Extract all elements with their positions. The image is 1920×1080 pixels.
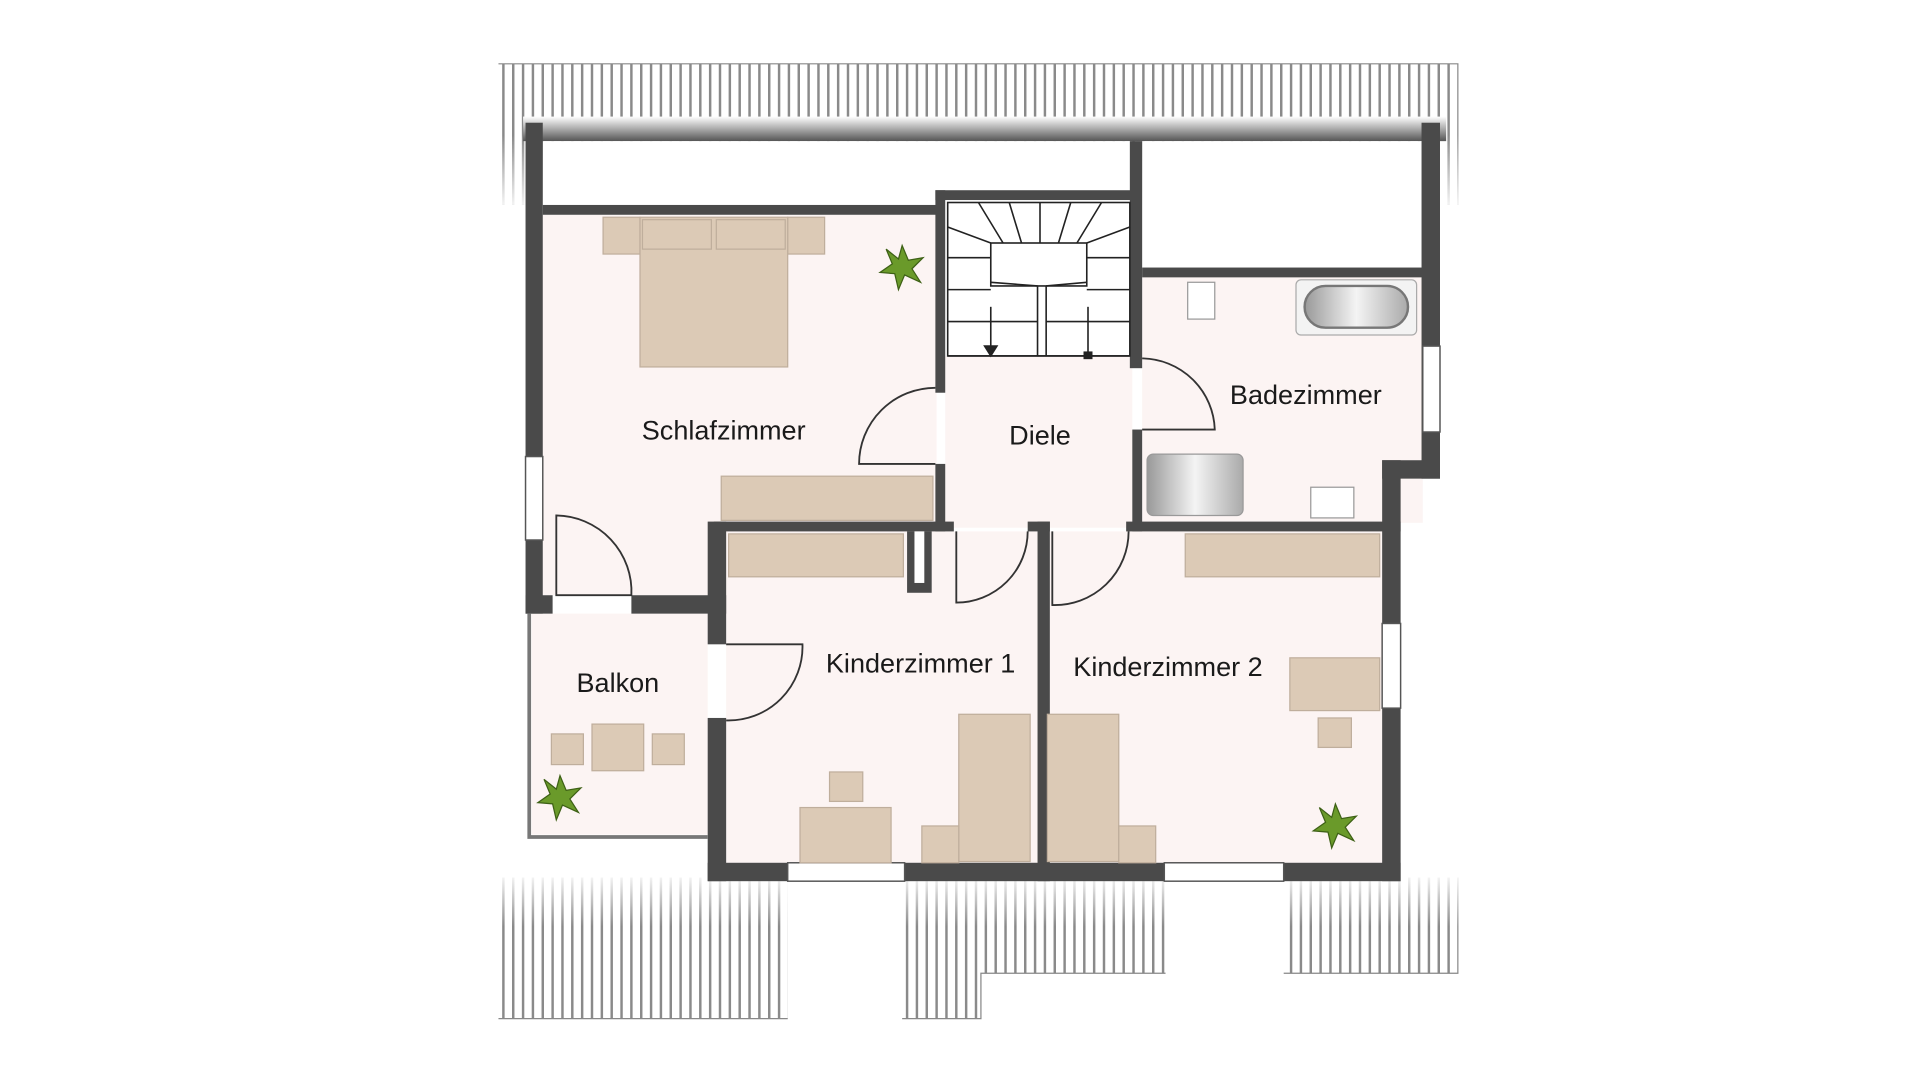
- nightstand: [921, 825, 960, 864]
- bed: [958, 713, 1031, 863]
- window: [786, 862, 906, 882]
- door-kinder1: [955, 531, 1029, 604]
- plant-icon: [536, 773, 583, 822]
- plant-icon: [1311, 801, 1359, 851]
- sink: [1310, 486, 1355, 519]
- door-balkon: [555, 514, 633, 597]
- balcony-chair: [651, 733, 685, 766]
- room-label-kinderzimmer-1: Kinderzimmer 1: [826, 649, 1015, 679]
- plant-icon: [878, 243, 925, 292]
- shower: [1146, 453, 1244, 517]
- room-label-diele: Diele: [1009, 420, 1071, 450]
- door-kinder2: [1051, 531, 1130, 606]
- nightstand: [1118, 825, 1157, 864]
- window: [1163, 862, 1285, 882]
- bathtub-basin: [1303, 284, 1410, 329]
- room-label-schlafzimmer: Schlafzimmer: [642, 415, 806, 445]
- pillow: [641, 219, 712, 250]
- door-diele-bad: [1142, 357, 1216, 431]
- wardrobe: [1184, 533, 1381, 578]
- nightstand: [602, 216, 641, 255]
- furniture: [550, 216, 1418, 864]
- pillow: [715, 219, 786, 250]
- nightstand: [787, 216, 826, 255]
- chair: [1317, 717, 1353, 749]
- balcony-chair: [550, 733, 585, 766]
- roof-bottom: [498, 877, 1459, 1020]
- desk: [799, 806, 892, 864]
- bed: [1046, 713, 1120, 863]
- doors: [555, 357, 1216, 722]
- window: [1381, 622, 1402, 709]
- wardrobe: [728, 533, 904, 578]
- staircase: [946, 201, 1131, 360]
- chair: [828, 771, 864, 803]
- door-balkon-kinder1: [726, 643, 804, 722]
- desk: [1289, 657, 1381, 712]
- room-label-kinderzimmer-2: Kinderzimmer 2: [1073, 652, 1262, 682]
- room-label-badezimmer: Badezimmer: [1230, 380, 1382, 410]
- balcony-table: [591, 723, 645, 772]
- toilet: [1187, 281, 1216, 320]
- plants: [536, 243, 1359, 851]
- window: [524, 455, 544, 541]
- door-diele-schlafzimmer: [858, 386, 936, 465]
- windows: [524, 345, 1441, 882]
- window: [1422, 345, 1441, 433]
- wardrobe: [720, 475, 934, 521]
- room-label-balkon: Balkon: [576, 668, 659, 698]
